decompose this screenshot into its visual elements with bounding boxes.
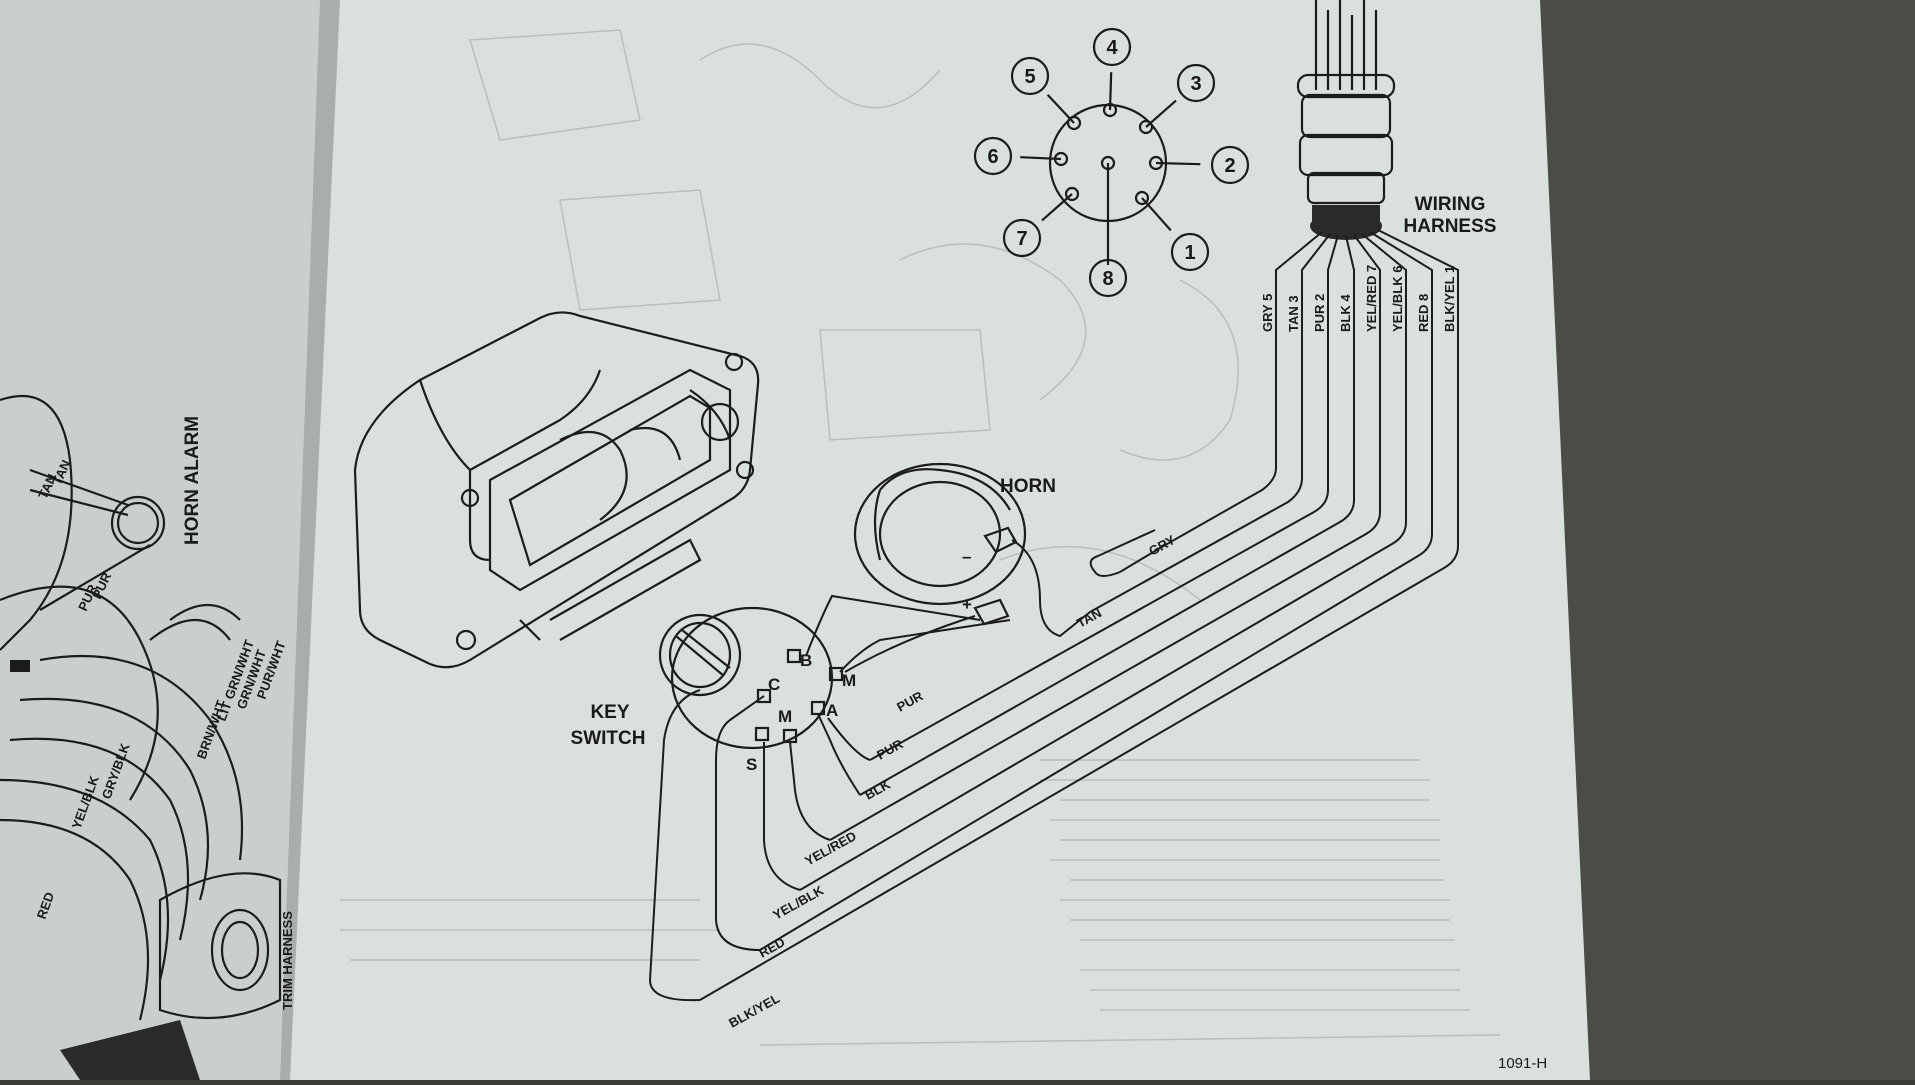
- pin-hole-1: [1134, 190, 1150, 206]
- terminal-b: B: [800, 651, 812, 670]
- pin-callout-1: [1170, 232, 1210, 272]
- terminal-a: A: [826, 701, 838, 720]
- pin-hole-5: [1066, 115, 1082, 131]
- pin-callout-8: [1088, 258, 1128, 298]
- pin-hole-3: [1138, 119, 1154, 135]
- switch-housing: [353, 311, 760, 669]
- key-switch-label-1: KEY: [590, 702, 629, 723]
- harness-wire-label-7: RED 8: [1416, 294, 1431, 332]
- pin-leader-5: [1046, 94, 1075, 124]
- wiring-harness-label-2: HARNESS: [1404, 216, 1497, 237]
- pin-number-3: 3: [1190, 73, 1201, 95]
- trim-harness-label: TRIM HARNESS: [280, 911, 295, 1010]
- pin-leader-1: [1141, 197, 1172, 232]
- harness-wire-label-2: TAN 3: [1286, 295, 1301, 332]
- harness-wire-label-3: PUR 2: [1312, 294, 1327, 332]
- horn-label: HORN: [1000, 476, 1056, 497]
- pin-number-8: 8: [1102, 268, 1113, 290]
- pin-leader-6: [1020, 156, 1062, 161]
- horn: – + HORN: [853, 462, 1156, 638]
- harness-wire-bundle: GRY 5 TAN 3 PUR 2 BLK 4 YEL/RED 7 YEL/BLK 6 RE…: [699, 229, 1459, 1001]
- pin-callout-7: [1002, 218, 1042, 258]
- left-page: [0, 0, 340, 1080]
- harness-wire-label-4: BLK 4: [1338, 294, 1353, 332]
- key-switch-label-2: SWITCH: [571, 728, 646, 749]
- terminal-c: C: [768, 675, 780, 694]
- pin-leader-7: [1041, 193, 1073, 222]
- right-page: [290, 0, 1590, 1080]
- pin-number-2: 2: [1224, 155, 1235, 177]
- terminal-m-top: M: [842, 671, 856, 690]
- figure-code: 1091-H: [1498, 1055, 1547, 1072]
- pin-number-6: 6: [987, 146, 998, 168]
- pin-callout-4: [1092, 27, 1132, 67]
- horn-positive-terminal: +: [962, 595, 972, 614]
- harness-wire-label-5: YEL/RED 7: [1364, 265, 1379, 332]
- pin-callout-6: [973, 136, 1013, 176]
- connector-pinout: 1 2 3 4 5 6 7 8: [973, 27, 1250, 298]
- pin-number-1: 1: [1184, 242, 1195, 264]
- pin-leader-4: [1108, 72, 1113, 111]
- terminal-s: S: [746, 755, 757, 774]
- pin-number-4: 4: [1106, 37, 1118, 59]
- terminal-m-bottom: M: [778, 707, 792, 726]
- pin-hole-8: [1100, 155, 1116, 171]
- horn-negative-terminal: –: [962, 547, 971, 566]
- pin-callout-2: [1210, 145, 1250, 185]
- harness-wire-label-6: YEL/BLK 6: [1390, 266, 1405, 332]
- bleed-through-art: [340, 29, 1501, 1046]
- harness-wire-label-8: BLK/YEL 1: [1442, 266, 1457, 332]
- pin-number-7: 7: [1016, 228, 1027, 250]
- pin-callout-3: [1176, 63, 1216, 103]
- pin-number-5: 5: [1024, 66, 1035, 88]
- pin-callout-5: [1010, 56, 1050, 96]
- horn-alarm-label: HORN ALARM: [182, 416, 203, 545]
- pin-leader-2: [1155, 161, 1201, 166]
- wiring-harness-label-1: WIRING: [1415, 194, 1486, 215]
- harness-wire-label-1: GRY 5: [1260, 294, 1275, 332]
- harness-plug: WIRING HARNESS: [1296, 0, 1497, 240]
- pin-hole-7: [1064, 186, 1080, 202]
- pin-leader-3: [1145, 99, 1177, 128]
